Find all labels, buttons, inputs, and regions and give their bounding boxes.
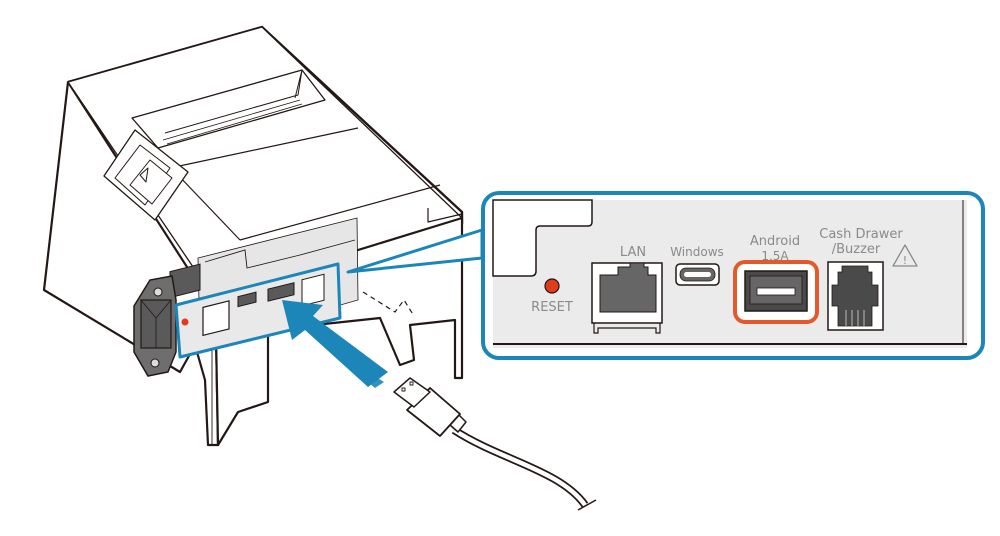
windows-label: Windows	[670, 245, 724, 259]
android-label: Android	[750, 234, 800, 249]
buzzer-label: /Buzzer	[832, 242, 881, 257]
lan-port: LAN	[591, 245, 663, 334]
reset-led-small	[181, 318, 189, 326]
cash-drawer-label: Cash Drawer	[819, 227, 903, 242]
reset-label: RESET	[531, 300, 573, 315]
android-current-label: 1.5A	[761, 249, 789, 263]
rj45-port-icon	[591, 262, 663, 334]
dashed-guide-line	[362, 291, 415, 317]
rj12-port-icon	[827, 261, 884, 331]
usb-plug-connector	[393, 377, 431, 408]
warning-triangle-icon: !	[892, 244, 918, 267]
lan-label: LAN	[620, 245, 646, 260]
android-port: Android 1.5A	[733, 234, 819, 324]
cash-drawer-port: Cash Drawer /Buzzer !	[819, 227, 918, 331]
insert-direction-arrow	[282, 300, 388, 388]
usb-cable	[393, 377, 597, 511]
reset-button-icon	[544, 278, 560, 294]
reset-port: RESET	[531, 278, 573, 315]
usb-a-port-icon	[744, 270, 808, 312]
windows-port: Windows	[670, 245, 724, 286]
printer-body	[42, 25, 464, 447]
svg-text:!: !	[903, 254, 907, 267]
usb-c-port-icon	[675, 263, 720, 286]
rear-port-highlight	[174, 262, 342, 359]
